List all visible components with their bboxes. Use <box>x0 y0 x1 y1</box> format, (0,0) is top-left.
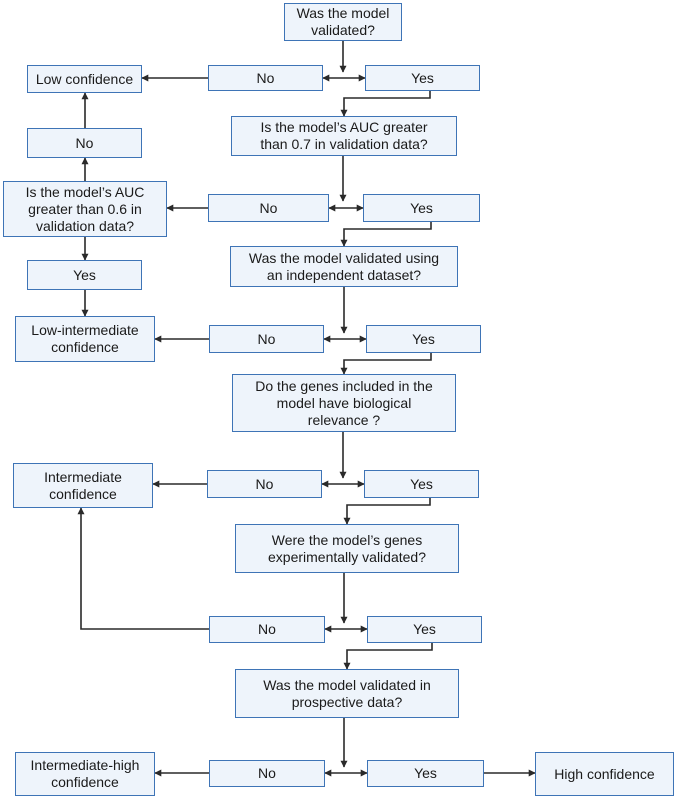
answer-no-4: No <box>207 470 322 498</box>
answer-no-2: No <box>208 194 329 222</box>
answer-no-auc-0-6: No <box>27 128 142 158</box>
outcome-intermediate-high-confidence: Intermediate-high confidence <box>15 752 155 796</box>
answer-yes-4: Yes <box>364 470 479 498</box>
answer-yes-3: Yes <box>366 325 481 353</box>
question-auc-greater-0-7: Is the model’s AUC greater than 0.7 in v… <box>231 116 457 156</box>
arrow-yes-to-q3 <box>340 222 432 247</box>
arrow-yes-to-q2 <box>340 91 431 117</box>
outcome-low-confidence: Low confidence <box>27 65 142 93</box>
outcome-intermediate-confidence: Intermediate confidence <box>13 463 153 508</box>
answer-yes-6: Yes <box>367 760 484 787</box>
question-biological-relevance: Do the genes included in the model have … <box>232 374 456 432</box>
outcome-high-confidence: High confidence <box>535 752 674 796</box>
arrow-yes-to-q4 <box>340 353 432 375</box>
answer-no-6: No <box>209 760 325 787</box>
answer-yes-auc-0-6: Yes <box>27 260 142 290</box>
arrow-yes-to-q6 <box>343 643 433 670</box>
answer-no-5: No <box>209 616 325 643</box>
question-auc-greater-0-6: Is the model’s AUC greater than 0.6 in v… <box>3 181 167 237</box>
answer-no-3: No <box>209 325 324 353</box>
answer-no-1: No <box>208 65 323 91</box>
arrow-no-to-int-up <box>77 507 209 630</box>
question-prospective-data: Was the model validated in prospective d… <box>235 669 459 718</box>
question-was-model-validated: Was the model validated? <box>284 3 402 41</box>
question-genes-experimentally-validated: Were the model’s genes experimentally va… <box>235 524 459 573</box>
answer-yes-5: Yes <box>367 616 482 643</box>
question-independent-dataset: Was the model validated using an indepen… <box>230 246 458 287</box>
outcome-low-intermediate-confidence: Low-intermediate confidence <box>15 316 155 362</box>
arrow-yes-to-q5 <box>343 498 431 525</box>
answer-yes-1: Yes <box>365 65 480 91</box>
answer-yes-2: Yes <box>363 194 480 222</box>
